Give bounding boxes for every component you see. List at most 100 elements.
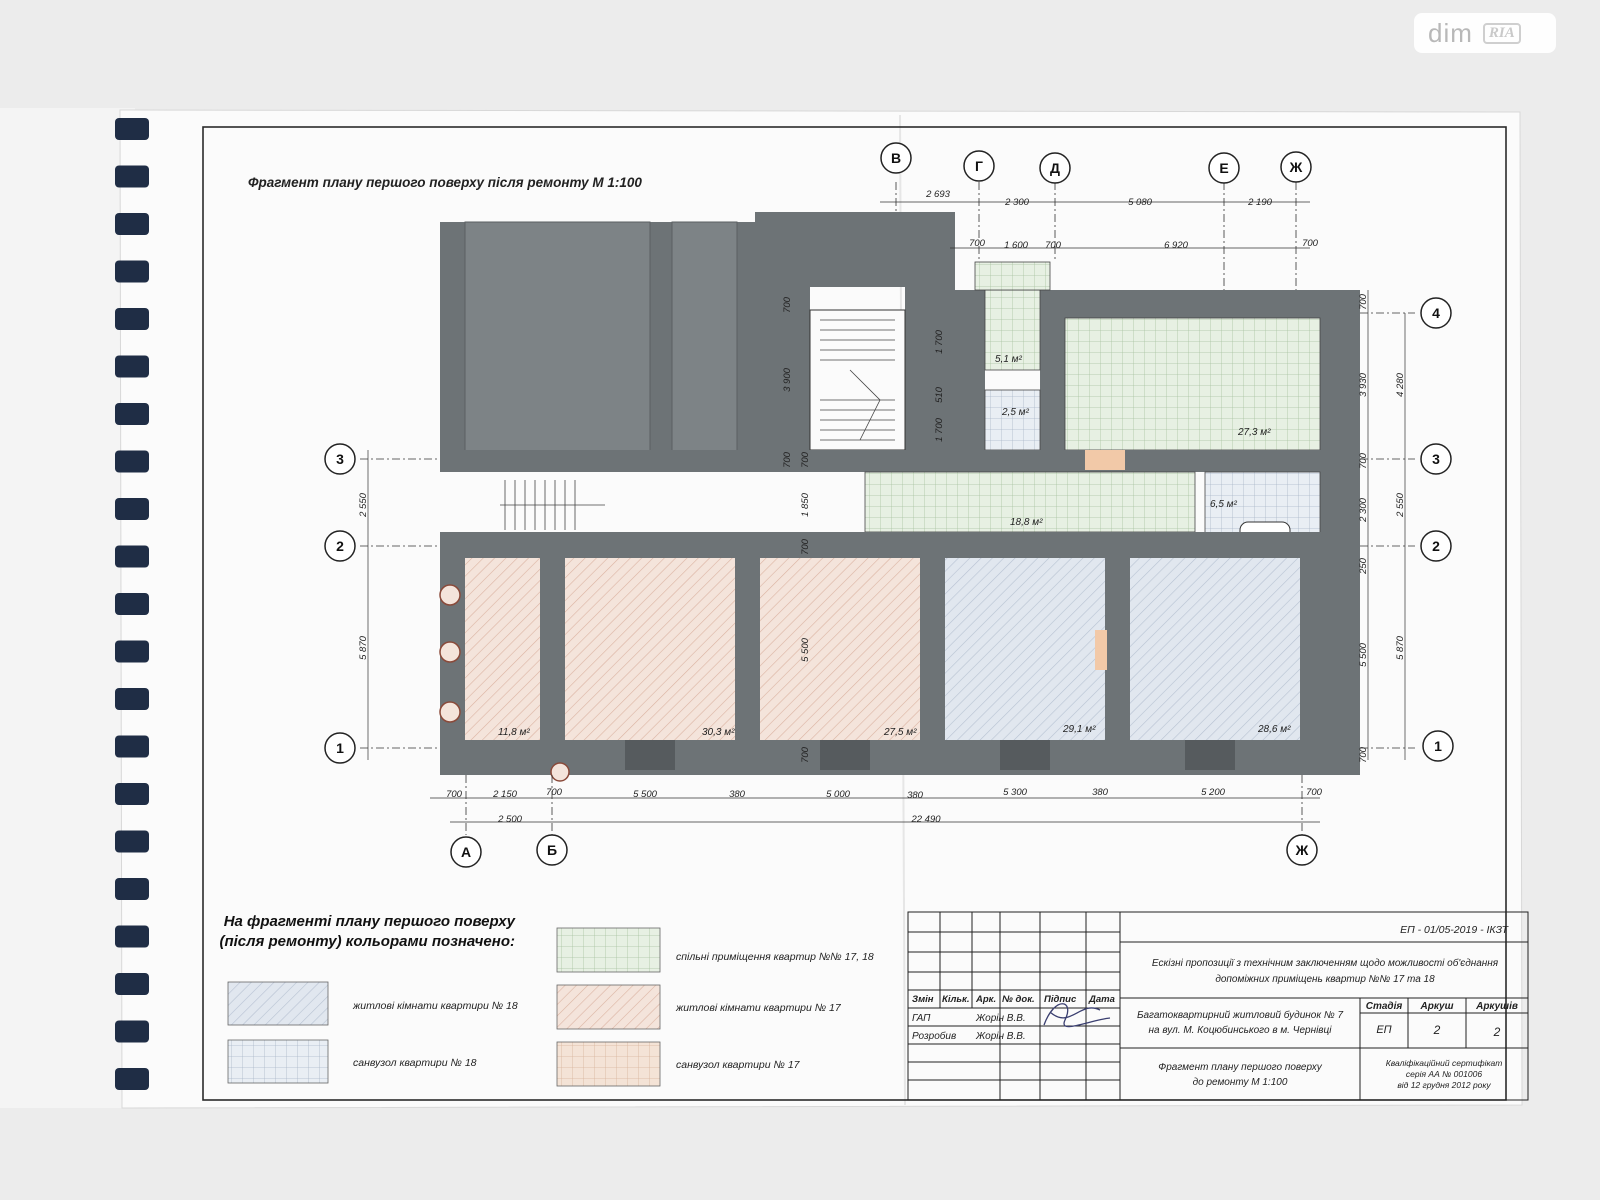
project-title: допоміжних приміщень квартир №№ 17 та 18 [1215, 974, 1435, 985]
dimension-label: 510 [934, 386, 945, 403]
role: ГАП [912, 1013, 931, 1024]
dimension-label: 5 080 [1128, 197, 1152, 208]
dimension-label: 2 500 [497, 814, 522, 825]
dimension-label: 2 550 [358, 492, 369, 517]
person: Жорін В.В. [975, 1013, 1026, 1024]
dimension-label: 700 [446, 789, 463, 800]
building-address: Багатоквартирний житловий будинок № 7 [1137, 1009, 1343, 1021]
dimension-label: 2 693 [925, 189, 950, 200]
drawing-frame [202, 126, 1507, 1101]
axis-label: 2 [336, 538, 344, 554]
axis-label: 1 [336, 740, 344, 756]
dimension-label: 5 300 [1003, 787, 1027, 798]
stage-header: Аркушів [1475, 1001, 1518, 1012]
legend-label: житлові кімнати квартири № 17 [675, 1002, 842, 1014]
binding-ring [115, 213, 149, 235]
stage-value: 2 [1493, 1025, 1501, 1039]
dimension-label: 1 700 [934, 417, 945, 441]
dimension-label: 700 [1358, 293, 1369, 310]
axis-label: 3 [336, 451, 344, 467]
dimension-label: 250 [1358, 557, 1369, 575]
binding-ring [115, 1068, 149, 1090]
room-area: 18,8 м² [1010, 517, 1043, 528]
legend-swatch [227, 981, 329, 1026]
sheet-title: до ремонту М 1:100 [1193, 1077, 1288, 1088]
dimension-label: 700 [1045, 240, 1062, 251]
dimension-label: 1 600 [1004, 240, 1028, 251]
binding-rings [115, 118, 149, 1090]
person: Жорін В.В. [975, 1031, 1026, 1042]
table-header: № док. [1002, 994, 1035, 1005]
binding-ring [115, 450, 149, 473]
dimension-label: 5 500 [1358, 642, 1369, 666]
binding-ring [115, 165, 149, 188]
dimension-label: 700 [1302, 238, 1319, 249]
dimension-label: 1 700 [934, 329, 945, 353]
stage-header: Стадія [1366, 1001, 1403, 1012]
axis-label: Б [547, 842, 557, 858]
watermark-logo: dim RIA [1414, 13, 1556, 53]
axis-label: 3 [1432, 451, 1440, 467]
dimension-label: 5 500 [800, 637, 811, 661]
legend-swatch [556, 1041, 661, 1087]
plan-title: Фрагмент плану першого поверху після рем… [248, 175, 642, 190]
room-area: 2,5 м² [1001, 407, 1030, 418]
axis-bubbles: В Г Д Е Ж А Б Ж 3 2 1 4 3 2 1 [324, 142, 1454, 868]
dimension-label: 5 500 [633, 789, 657, 800]
legend-heading: На фрагменті плану першого поверху [224, 913, 516, 930]
binding-ring [115, 545, 149, 568]
legend-swatch [556, 927, 661, 973]
binding-ring [115, 973, 149, 995]
certificate: серія АА № 001006 [1406, 1069, 1482, 1079]
axis-label: Ж [1295, 842, 1309, 858]
binding-ring [115, 355, 149, 378]
watermark-brand: dim [1428, 17, 1473, 48]
room-area: 11,8 м² [498, 727, 530, 738]
binding-ring [115, 118, 149, 140]
floor-plan: 11,8 м² 30,3 м² 27,5 м² 29,1 м² 28,6 м² … [439, 212, 1360, 782]
signature [1043, 1003, 1111, 1028]
legend: На фрагменті плану першого поверху (післ… [219, 913, 874, 1087]
dimension-labels: 2 693 2 300 5 080 2 190 700 1 600 700 6 … [358, 189, 1406, 825]
dimension-lines [367, 201, 1406, 823]
axis-lines [360, 182, 1415, 835]
binding-ring [115, 498, 149, 520]
axis-label: 2 [1432, 538, 1440, 554]
dimension-label: 700 [800, 746, 811, 763]
table-header: Кільк. [942, 994, 969, 1005]
binding-ring [115, 735, 149, 758]
certificate: від 12 грудня 2012 року [1397, 1080, 1491, 1090]
binding-ring [115, 878, 149, 900]
legend-heading: (після ремонту) кольорами позначено: [219, 933, 515, 950]
dimension-label: 700 [546, 787, 563, 798]
binding-ring [115, 830, 149, 853]
dimension-label: 700 [800, 451, 811, 468]
binding-ring [115, 783, 149, 805]
legend-swatch [556, 984, 661, 1030]
legend-label: санвузол квартири № 18 [353, 1057, 477, 1069]
axis-label: 1 [1434, 738, 1442, 754]
stage-value: ЕП [1376, 1024, 1391, 1036]
table-header: Змін [912, 994, 934, 1005]
binding-ring [115, 260, 149, 283]
legend-swatch [227, 1039, 329, 1084]
room-area: 27,3 м² [1237, 427, 1271, 438]
dimension-label: 5 870 [1395, 635, 1406, 659]
dimension-label: 4 280 [1395, 372, 1406, 396]
dimension-label: 2 550 [1395, 492, 1406, 517]
room-area: 27,5 м² [883, 727, 917, 738]
dimension-label: 3 900 [782, 367, 793, 391]
axis-label: А [461, 844, 471, 860]
legend-label: житлові кімнати квартири № 18 [352, 1000, 518, 1012]
title-block-text: ЕП - 01/05-2019 - ІКЗТ Ескізні пропозиці… [912, 924, 1518, 1090]
room-area: 5,1 м² [995, 354, 1023, 365]
legend-label: спільні приміщення квартир №№ 17, 18 [676, 951, 874, 963]
room-area: 6,5 м² [1210, 499, 1238, 510]
room-area: 30,3 м² [702, 727, 735, 738]
room-area: 28,6 м² [1257, 724, 1291, 735]
dimension-label: 380 [907, 790, 924, 801]
binding-ring [115, 688, 149, 710]
axis-label: 4 [1432, 305, 1440, 321]
project-title: Ескізні пропозиції з технічним заключенн… [1152, 957, 1499, 969]
binding-ring [115, 925, 149, 948]
